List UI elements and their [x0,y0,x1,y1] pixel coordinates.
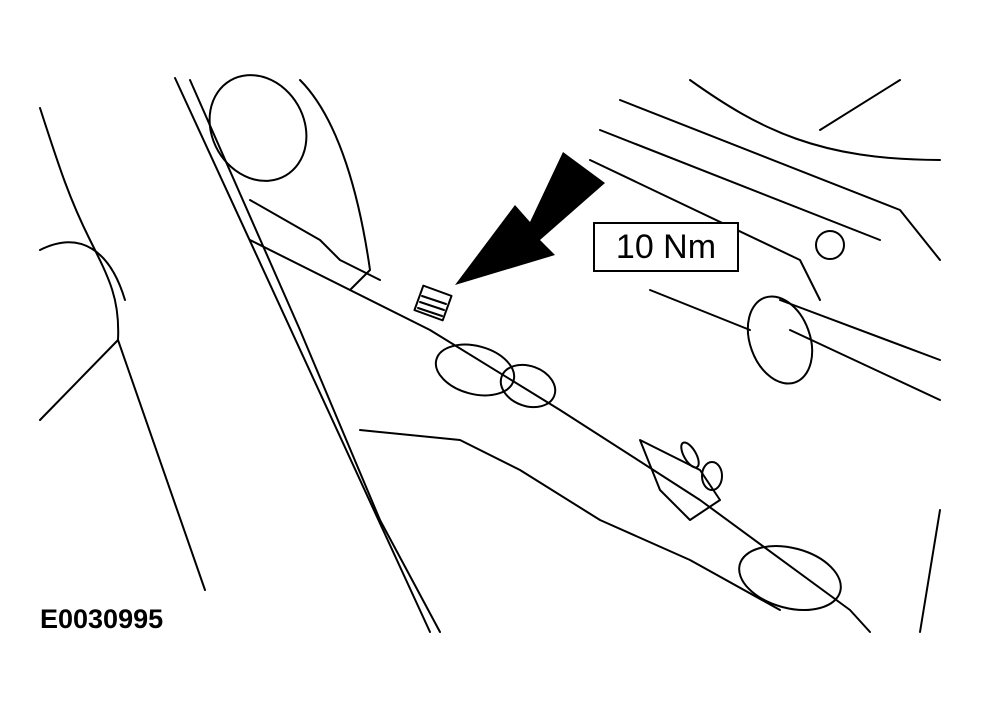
upper-right-curve [689,79,941,161]
diagonal-edge-outer [174,77,431,633]
upper-bracket-2 [249,199,381,281]
right-edge [919,509,941,633]
intake-pipe-top [619,99,941,261]
sensor-threads [417,295,447,317]
left-casing-inner [39,241,126,301]
intake-pipe-bottom [589,159,821,301]
lower-right-port [738,545,842,611]
pointer-arrow [455,152,605,285]
figure-id: E0030995 [40,604,164,634]
mount-bracket [639,439,721,521]
middle-port [434,343,516,397]
torque-label: 10 Nm [615,228,717,266]
sensor-body [413,284,453,322]
diagonal-edge-inner [189,79,441,633]
upper-right-line [819,79,901,131]
upper-port-ring [208,74,308,182]
mount-slot [680,441,700,469]
torque-callout-box: 10 Nm [593,222,739,272]
pipe-collar [746,295,814,385]
mount-hole [701,461,723,491]
rail-1 [779,299,941,361]
pipe-joint [815,230,845,260]
intake-pipe-top-2 [599,129,881,241]
left-casing-lower [39,339,119,421]
housing-lower-edge [359,429,781,611]
rail-2 [789,329,941,401]
boss [499,363,557,409]
left-casing-outline [39,107,206,591]
upper-bracket [299,79,371,291]
rail-3 [649,289,751,331]
housing-top-edge [249,239,871,633]
